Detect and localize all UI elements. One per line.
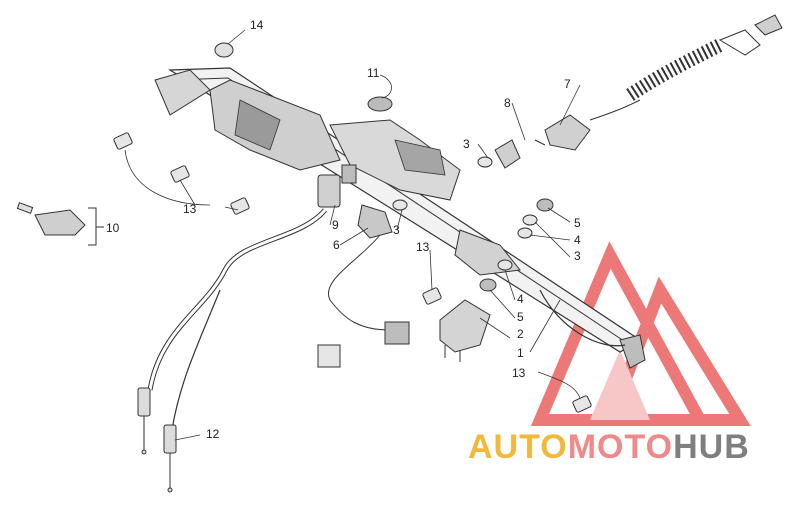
callout-8: 8 (504, 96, 511, 110)
part-2-switch (439, 299, 491, 362)
leader-lines (174, 29, 581, 441)
callout-3b: 3 (393, 223, 400, 237)
washers-center (392, 156, 554, 292)
part-8-knob (494, 139, 546, 169)
part-14-cap (214, 42, 234, 58)
center-housing (329, 119, 521, 276)
part-10-clip (16, 202, 104, 246)
part-12-cable-ends (137, 387, 177, 493)
throttle-cable (147, 208, 327, 391)
left-switch-housing (154, 69, 341, 171)
callouts: 1 2 3 3 3 4 4 5 5 6 7 8 9 10 11 12 13 13… (106, 18, 581, 441)
callout-12: 12 (206, 427, 220, 441)
part-6-switch (317, 204, 410, 368)
part-11-grommet (367, 96, 393, 112)
watermark-auto: AUTO (468, 428, 568, 466)
callout-5b: 5 (517, 310, 524, 324)
callout-1: 1 (517, 346, 524, 360)
callout-3c: 3 (574, 249, 581, 263)
callout-13b: 13 (416, 240, 430, 254)
cable-branch-2 (171, 289, 221, 431)
watermark-moto: MOTO (568, 428, 673, 466)
callout-10: 10 (106, 221, 120, 235)
callout-14: 14 (250, 18, 264, 32)
callout-5a: 5 (574, 216, 581, 230)
callout-7: 7 (564, 77, 571, 91)
part-9-connector (317, 164, 357, 208)
screw-13-center (422, 287, 442, 305)
svg-text:AUTOMOTOHUB: AUTOMOTOHUB (468, 428, 750, 466)
callout-9: 9 (332, 218, 339, 232)
screws-13-left (113, 132, 250, 215)
watermark-text: AUTOMOTOHUB (468, 428, 750, 466)
screw-13-bottom (572, 395, 592, 413)
callout-4a: 4 (574, 233, 581, 247)
callout-2: 2 (517, 327, 524, 341)
part-7-tether (544, 14, 783, 151)
callout-11: 11 (367, 66, 380, 80)
callout-13a: 13 (183, 202, 197, 216)
callout-3a: 3 (463, 137, 470, 151)
right-end-connector (539, 289, 646, 369)
callout-13c: 13 (512, 366, 526, 380)
callout-6: 6 (333, 238, 340, 252)
watermark-hub: HUB (673, 428, 750, 466)
callout-4b: 4 (517, 292, 524, 306)
leader-13-left (124, 149, 239, 211)
